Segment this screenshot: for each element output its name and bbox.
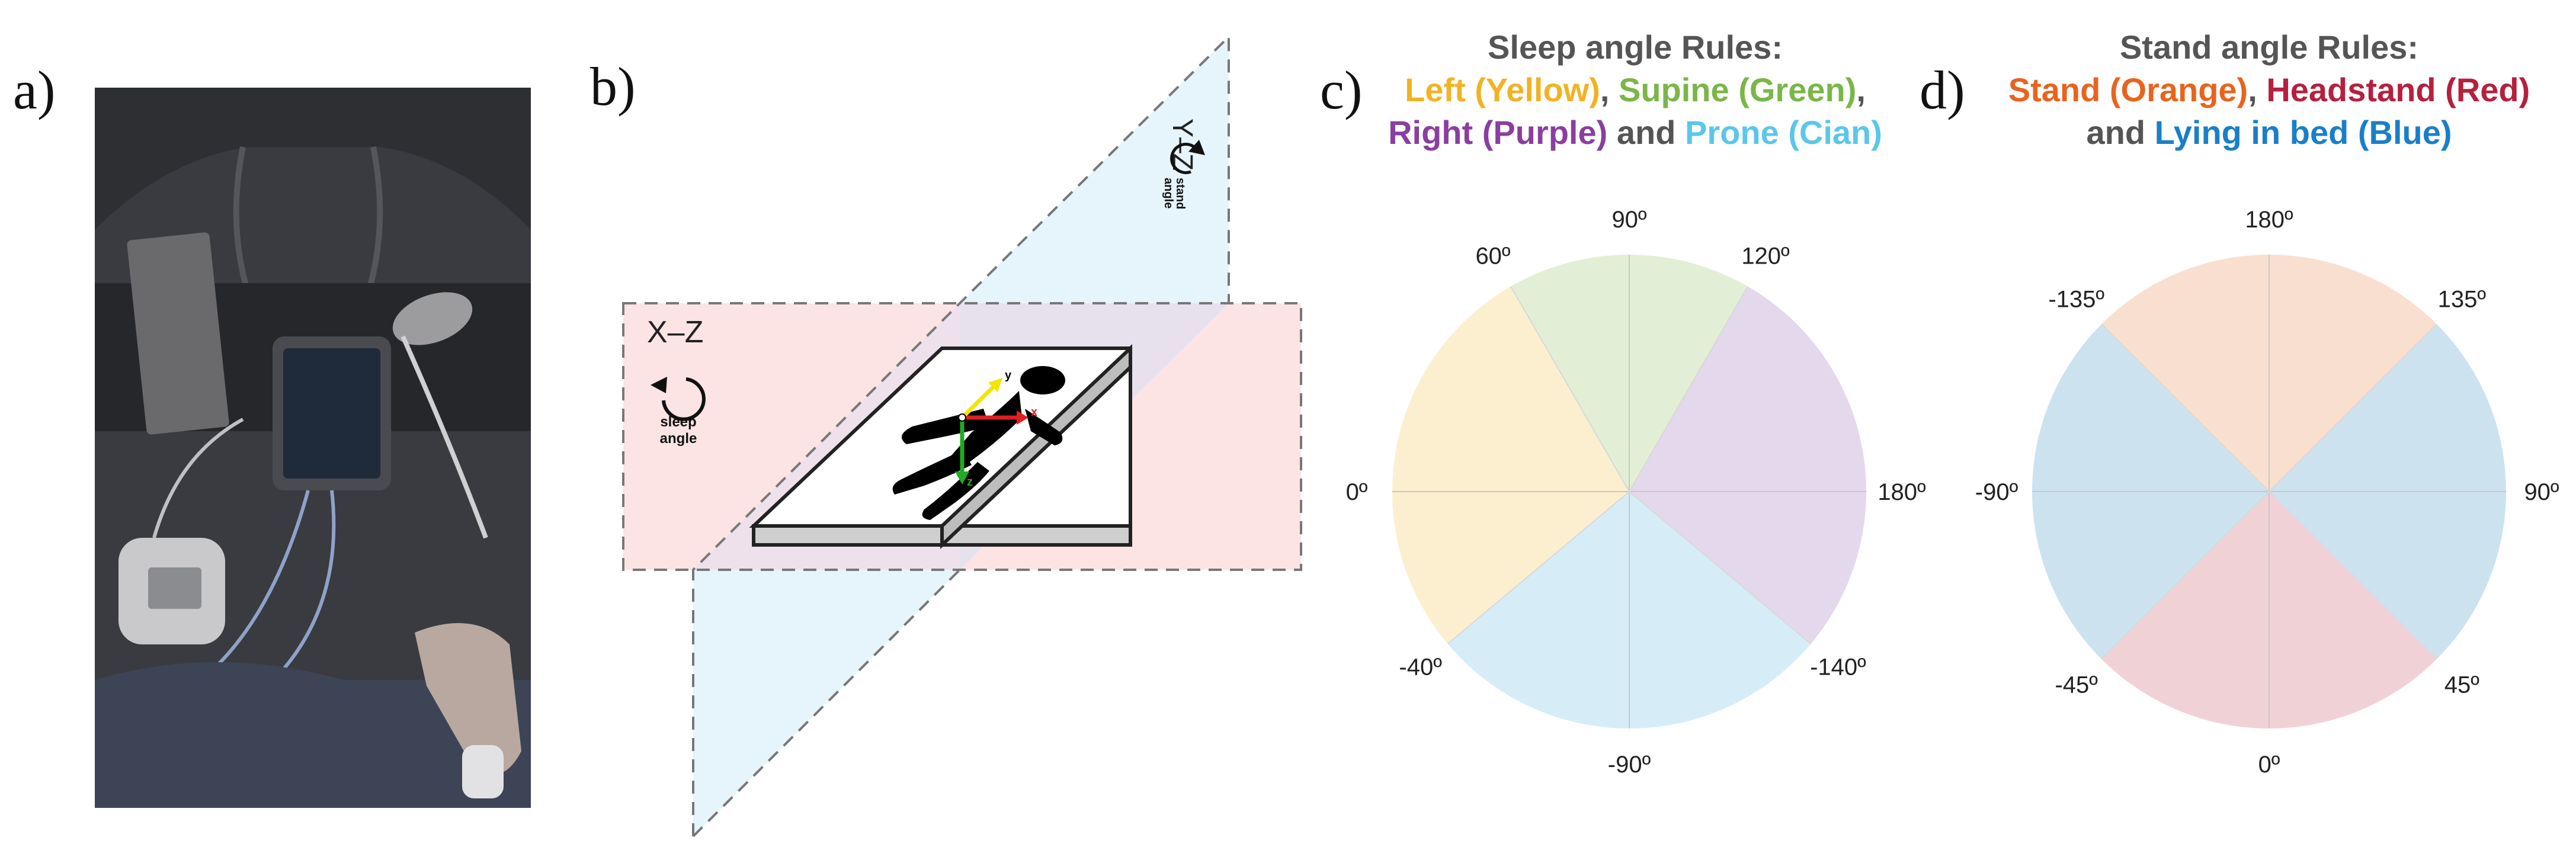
legend-headstand: Headstand (Red) [2266, 71, 2530, 108]
pie-slice-right-purple [1629, 286, 1866, 644]
stand-title-line1: Stand angle Rules: [2119, 28, 2419, 66]
legend-left: Left (Yellow) [1405, 71, 1600, 108]
sleep-title-line1: Sleep angle Rules: [1488, 28, 1783, 66]
slice-boundary [1447, 491, 1630, 644]
sep-2: , [1856, 71, 1866, 108]
panel-a-letter: a) [13, 60, 56, 120]
tick-label: 90º [2524, 479, 2559, 505]
stand-angle-label-2: angle [1162, 178, 1175, 208]
tick-label: 0º [1346, 479, 1368, 505]
slice-boundary [1629, 286, 1748, 492]
panel-d-letter: d) [1920, 60, 1965, 120]
slice-boundary [2269, 323, 2437, 492]
legend-supine: Supine (Green) [1618, 71, 1857, 108]
xz-plane-label: X–Z [647, 315, 703, 349]
y-axis-arrow [960, 383, 997, 419]
and-1: and [1607, 114, 1685, 151]
tick-label: -90º [1975, 479, 2018, 505]
x-axis-label: x [1031, 406, 1037, 419]
tick-label: 60º [1475, 243, 1510, 269]
sep-3: , [2248, 71, 2267, 108]
z-axis-label: z [967, 476, 973, 489]
legend-right: Right (Purple) [1388, 114, 1608, 151]
stand-chart-title: Stand angle Rules: Stand (Orange), Heads… [1991, 26, 2548, 154]
tick-label: -40º [1399, 654, 1442, 681]
sleep-chart-title: Sleep angle Rules: Left (Yellow), Supine… [1369, 26, 1902, 154]
stand-angle-pie: 180º 135º 90º 45º 0º -45º -90º -135º [1975, 207, 2559, 778]
pie-slice-left-yellow [1392, 286, 1629, 644]
stand-angle-label-1: stand [1174, 178, 1187, 209]
slice-boundary [2101, 323, 2270, 492]
person-silhouette [892, 366, 1065, 520]
sleep-angle-label-1: sleep [660, 414, 696, 430]
legend-lying: Lying in bed (Blue) [2154, 114, 2452, 151]
and-2: and [2086, 114, 2155, 151]
y-axis-label: y [1005, 369, 1012, 382]
slice-boundary [2269, 491, 2437, 660]
tick-label: 180º [1877, 479, 1925, 505]
tick-label: 135º [2438, 287, 2487, 313]
slice-boundary [2101, 491, 2270, 660]
tick-label: 90º [1611, 207, 1646, 233]
legend-prone: Prone (Cian) [1684, 114, 1882, 151]
sleep-angle-rotation-icon [662, 377, 706, 421]
sensor-harness-photo [95, 88, 531, 808]
sleep-angle-pie: 90º 120º 180º -140º -90º -40º 0º 60º [1346, 207, 1925, 778]
stand-angle-rotation-icon [1170, 143, 1197, 175]
slice-boundary [1510, 286, 1630, 492]
sleep-angle-label-2: angle [660, 431, 697, 447]
tick-label: 120º [1741, 243, 1790, 269]
panel-b-letter: b) [590, 56, 636, 117]
tick-label: 45º [2444, 672, 2479, 698]
tick-label: 180º [2245, 207, 2293, 233]
panel-c-letter: c) [1320, 60, 1363, 120]
sep-1: , [1600, 71, 1619, 108]
sensor-box [127, 232, 229, 435]
tick-label: 0º [2258, 752, 2280, 778]
tick-label: -90º [1608, 752, 1651, 778]
tick-label: -45º [2055, 672, 2098, 698]
slice-boundary [1629, 491, 1812, 644]
tick-label: -140º [1810, 654, 1866, 681]
legend-stand: Stand (Orange) [2008, 71, 2248, 108]
tick-label: -135º [2048, 287, 2104, 313]
